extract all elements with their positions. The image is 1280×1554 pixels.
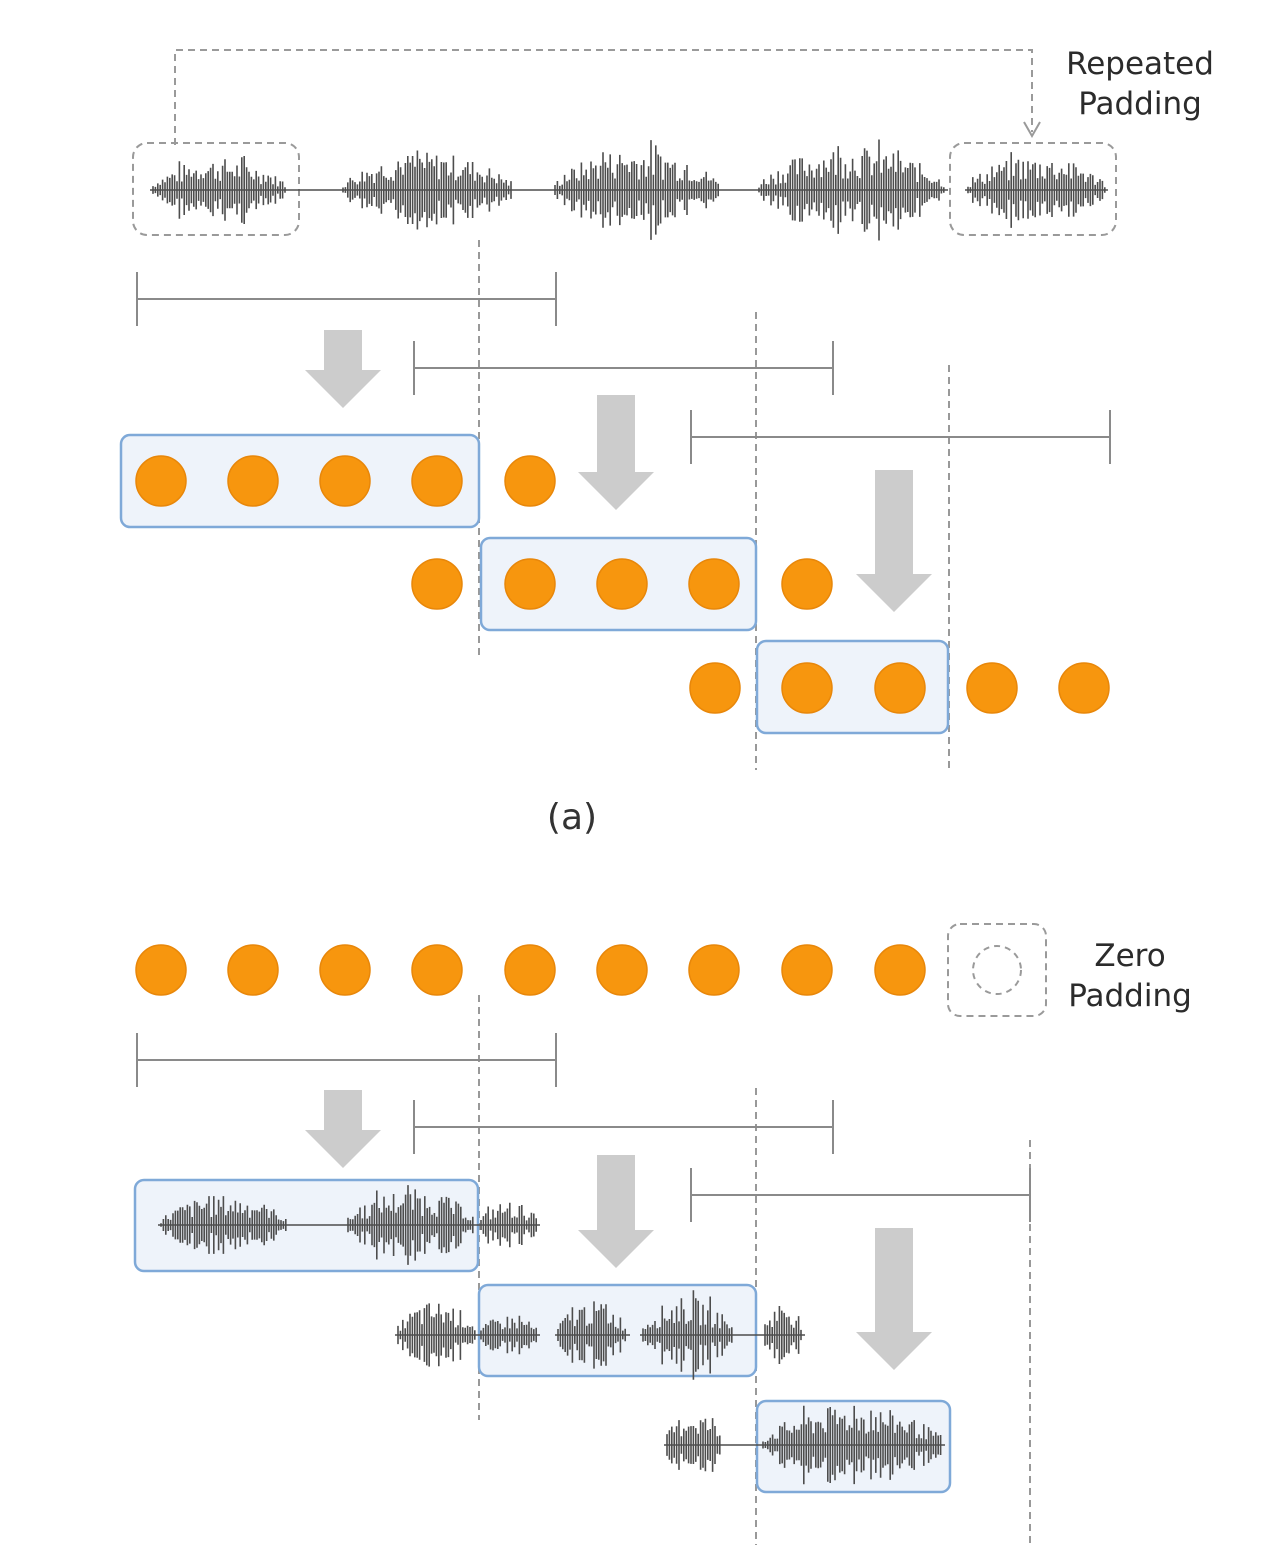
- arrow-a-2: [578, 395, 654, 510]
- token-a-row2-1: [411, 558, 463, 610]
- waveform-b-row2-seg-3-bars: [642, 1290, 733, 1380]
- token-b-top-2: [227, 944, 279, 996]
- token-a-row2-5: [781, 558, 833, 610]
- waveform-b-row2-seg-2-bars: [557, 1301, 626, 1369]
- zero-padding-token: [972, 945, 1022, 995]
- waveform-b-row3-seg-1: [760, 1405, 945, 1485]
- token-b-top-5: [504, 944, 556, 996]
- waveform-b-row1-tail: [478, 1202, 540, 1248]
- waveform-b-row2-tail: [762, 1306, 805, 1364]
- repeated-padding-arrowhead: [1023, 121, 1041, 139]
- repeated-padding-bracket: [174, 49, 1033, 145]
- span-b-3: [690, 1168, 1031, 1222]
- token-b-top-9: [874, 944, 926, 996]
- padding-annotations: [132, 49, 1117, 1017]
- waveform-a-seg-3: [552, 140, 722, 240]
- waveform-a-seg-4: [756, 139, 948, 241]
- repeated-padding-label-line-1: Repeated: [1066, 46, 1214, 82]
- token-a-row2-4: [688, 558, 740, 610]
- waveform-b-row3-seg-1-bars: [762, 1405, 942, 1485]
- span-b-2: [413, 1100, 834, 1154]
- window-spans: [136, 272, 1111, 1222]
- waveform-b-row1-seg-1: [158, 1196, 290, 1254]
- token-a-row2-2: [504, 558, 556, 610]
- repeated-target-box: [949, 142, 1117, 236]
- waveform-b-row2-seg-2: [555, 1301, 630, 1369]
- token-a-row1-1: [135, 455, 187, 507]
- waveform-a-seg-padded: [965, 152, 1108, 228]
- arrow-a-1: [305, 330, 381, 408]
- token-b-top-3: [319, 944, 371, 996]
- token-a-row1-2: [227, 455, 279, 507]
- waveform-b-row3-head: [664, 1418, 725, 1472]
- token-b-top-1: [135, 944, 187, 996]
- span-a-1: [136, 272, 557, 326]
- waveforms: [150, 139, 1108, 1485]
- span-a-2: [413, 341, 834, 395]
- token-a-row3-3: [874, 662, 926, 714]
- waveform-a-seg-1: [150, 156, 288, 224]
- token-a-row3-5: [1058, 662, 1110, 714]
- repeated-padding-label-line-2: Padding: [1078, 86, 1202, 122]
- span-a-3: [690, 410, 1111, 464]
- down-arrows: [305, 330, 932, 1370]
- waveform-b-row2-head: [395, 1303, 478, 1367]
- waveform-b-row2-seg-1-bars: [480, 1315, 537, 1355]
- tokens: [135, 455, 1110, 996]
- token-b-top-4: [411, 944, 463, 996]
- token-b-top-6: [596, 944, 648, 996]
- waveform-a-seg-4-bars: [758, 139, 945, 241]
- waveform-b-row2-head-bars: [397, 1303, 476, 1367]
- waveform-b-row1-seg-1-bars: [160, 1196, 287, 1254]
- window-a-1: [119, 433, 481, 529]
- waveform-b-row1-seg-2: [345, 1185, 478, 1265]
- arrow-b-3: [856, 1228, 932, 1370]
- token-a-row1-3: [319, 455, 371, 507]
- zero-padding-label-line-2: Padding: [1068, 978, 1192, 1014]
- zero-padding-box: [947, 923, 1047, 1017]
- repeated-padding-label: Repeated Padding: [1040, 44, 1240, 124]
- waveform-a-seg-3-bars: [554, 140, 719, 240]
- waveform-b-row2-tail-bars: [764, 1306, 802, 1364]
- waveform-b-row3-head-bars: [666, 1418, 721, 1472]
- waveform-b-row2-seg-1: [478, 1315, 540, 1355]
- span-b-1: [136, 1033, 557, 1087]
- token-a-row3-1: [689, 662, 741, 714]
- token-a-row1-4: [411, 455, 463, 507]
- waveform-b-row1-seg-2-bars: [347, 1185, 474, 1265]
- token-a-row1-5: [504, 455, 556, 507]
- token-a-row2-3: [596, 558, 648, 610]
- waveform-a-seg-1-bars: [152, 156, 286, 224]
- arrow-b-2: [578, 1155, 654, 1268]
- waveform-a-seg-2-bars: [342, 150, 512, 230]
- zero-padding-label-line-1: Zero: [1094, 938, 1166, 974]
- token-a-row3-2: [781, 662, 833, 714]
- zero-padding-label: Zero Padding: [1030, 936, 1230, 1016]
- repeated-source-box: [132, 142, 300, 236]
- waveform-b-row1-tail-bars: [480, 1202, 537, 1248]
- waveform-a-seg-2: [340, 150, 515, 230]
- token-b-top-7: [688, 944, 740, 996]
- waveform-a-seg-padded-bars: [967, 152, 1106, 228]
- panel-a-caption: (a): [546, 797, 598, 838]
- token-a-row3-4: [966, 662, 1018, 714]
- arrow-b-1: [305, 1090, 381, 1168]
- waveform-b-row2-seg-3: [640, 1290, 735, 1380]
- token-b-top-8: [781, 944, 833, 996]
- arrow-a-3: [856, 470, 932, 612]
